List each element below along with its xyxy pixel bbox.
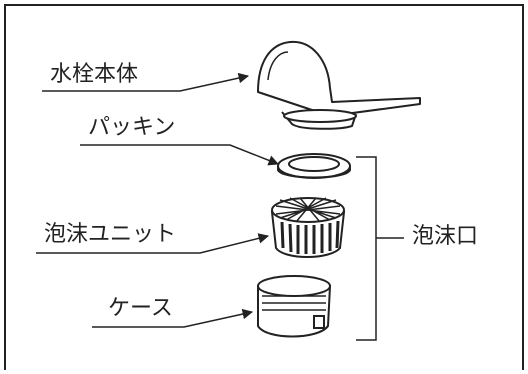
leader-aerator-unit [36,233,270,254]
label-aerator-unit: 泡沫ユニット [44,222,177,247]
label-packing: パッキン [88,115,176,140]
label-aerator-outlet: 泡沫口 [412,224,479,249]
leader-faucet-body [42,72,250,92]
case-drawing [257,275,332,338]
faucet-body-drawing [257,40,421,130]
label-case: ケース [108,296,173,321]
label-faucet-body: 水栓本体 [50,62,139,87]
aerator-outlet-bracket [356,156,377,341]
packing-drawing [277,153,351,179]
frame-border [4,4,524,370]
leader-packing [80,144,279,166]
leader-case [92,308,254,328]
aerator-unit-drawing [270,197,346,258]
leader-lines [36,72,279,328]
